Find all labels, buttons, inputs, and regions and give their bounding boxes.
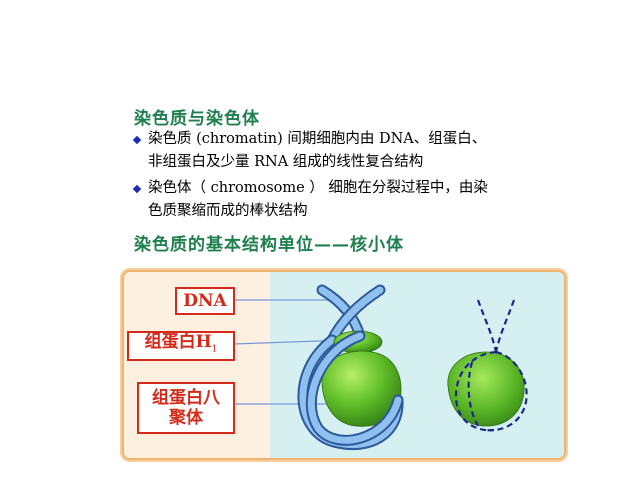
bullet-chromatin-line-2: 非组蛋白及少量 RNA 组成的线性复合结构 <box>148 154 424 170</box>
schematic-octamer-core <box>447 351 525 427</box>
bullet-chromatin: 染色质 (chromatin) 间期细胞内由 DNA、组蛋白、 非组蛋白及少量 … <box>132 128 588 174</box>
label-histone-h1: 组蛋白H1 <box>127 331 235 361</box>
label-dna-text: DNA <box>183 291 227 311</box>
label-dna: DNA <box>175 287 235 315</box>
label-histone-h1-subscript: 1 <box>211 344 218 355</box>
label-histone-octamer-line-2: 聚体 <box>169 408 203 428</box>
bullet-chromosome-line-1: 染色体（ chromosome ） 细胞在分裂过程中，由染 <box>148 180 488 196</box>
label-histone-h1-main: 组蛋白H <box>144 332 212 353</box>
label-histone-octamer: 组蛋白八 聚体 <box>137 382 235 434</box>
bullet-chromosome: 染色体（ chromosome ） 细胞在分裂过程中，由染 色质聚缩而成的棒状结… <box>132 177 588 223</box>
schematic-dna-path <box>454 299 528 432</box>
section-heading-nucleosome: 染色质的基本结构单位——核小体 <box>134 235 404 255</box>
bullet-chromatin-line-1: 染色质 (chromatin) 间期细胞内由 DNA、组蛋白、 <box>148 131 487 147</box>
section-heading-chromatin-chromosome: 染色质与染色体 <box>134 109 260 129</box>
dna-front-wrap <box>305 330 404 446</box>
bullet-chromosome-line-2: 色质聚缩而成的棒状结构 <box>148 203 308 219</box>
label-histone-octamer-line-1: 组蛋白八 <box>152 388 220 408</box>
label-histone-h1-text: 组蛋白H1 <box>145 332 218 359</box>
